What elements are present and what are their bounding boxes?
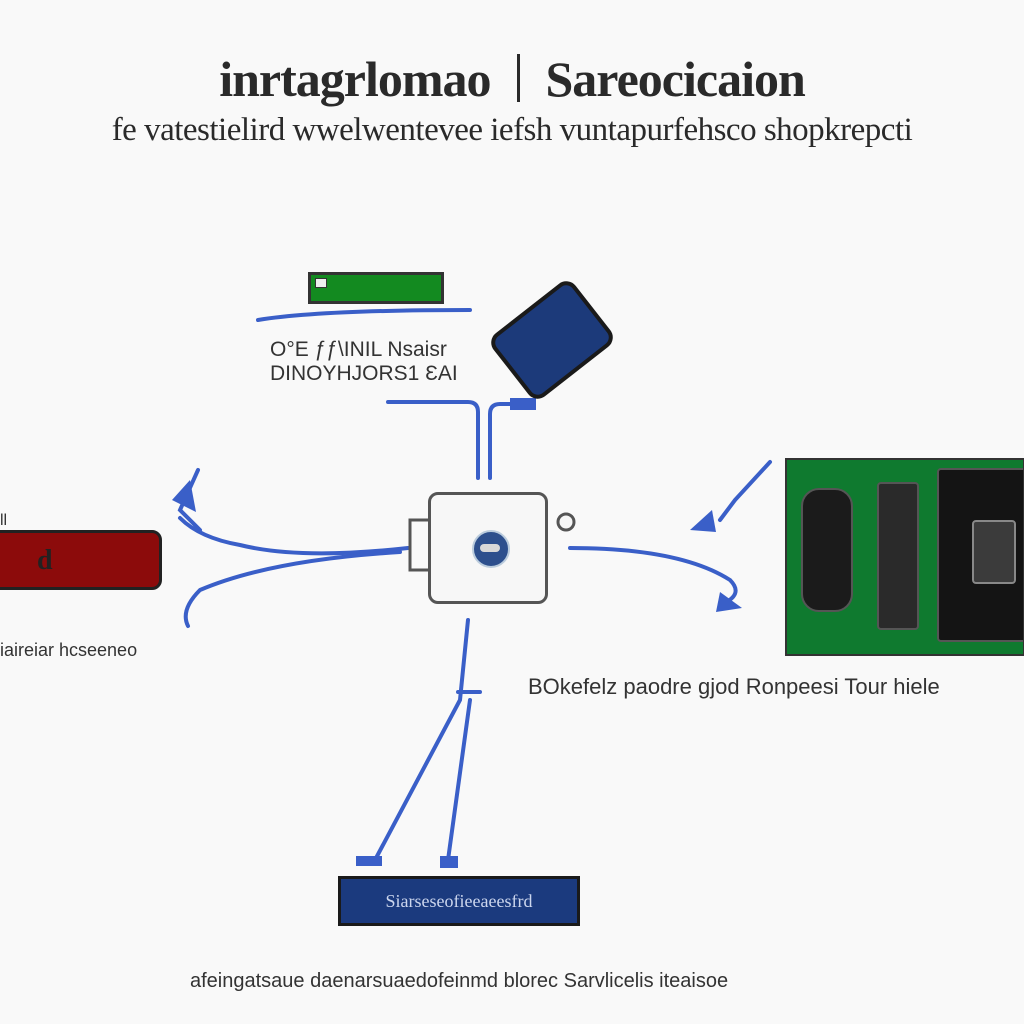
red-module-label: d: [37, 545, 53, 576]
wire-terminal-bottom-b: [440, 856, 458, 868]
pcb-connector-2: [877, 482, 919, 630]
label-top-line: O°E ƒƒ\INIL Nsaisr DINOYHJORS1 ƐAI: [270, 338, 458, 385]
hub-left-bracket: [408, 518, 428, 572]
label-left-module: iaireiar hcseeneo: [0, 640, 138, 660]
green-module: [308, 272, 444, 304]
wire-bottom-a: [373, 618, 470, 862]
hub-sensor-icon: [472, 530, 510, 568]
wire-left-c: [177, 468, 202, 532]
wire-terminal-top: [510, 398, 536, 410]
wire-terminal-bottom-a: [356, 856, 382, 866]
title-separator: [516, 54, 520, 102]
arrowhead-left: [172, 480, 196, 512]
hub-knob: [556, 512, 576, 532]
wire-top-a: [386, 400, 480, 480]
diagram-title: inrtagrlomao Sareocicaion: [0, 50, 1024, 108]
label-top-module: O°E ƒƒ\INIL Nsaisr DINOYHJORS1 ƐAI: [270, 338, 458, 386]
title-right: Sareocicaion: [545, 51, 806, 107]
wire-top-b: [488, 402, 532, 480]
arrowhead-right-b: [716, 592, 742, 612]
wire-left-a: [178, 516, 410, 556]
bottom-module-label: Siarseseofieeaeesfrd: [385, 891, 533, 911]
wire-left-b: [183, 550, 402, 628]
arrowhead-right: [690, 510, 716, 532]
diagram-subtitle: fe vatestielird wwelwentevee iefsh vunta…: [111, 112, 913, 148]
wire-bottom-b: [446, 698, 472, 862]
circuit-board: [785, 458, 1024, 656]
title-left: inrtagrlomao: [219, 51, 491, 107]
label-bottom-module: afeingatsaue daenarsuaedofeinmd blorec S…: [190, 970, 729, 992]
wire-right-b: [718, 460, 772, 522]
small-left-label: ll: [0, 512, 8, 529]
bottom-module: Siarseseofieeaeesfrd: [338, 876, 580, 926]
pcb-chip: [972, 520, 1016, 584]
red-module: d: [0, 530, 162, 590]
label-right-module: BOkefelz paodre gjod Ronpeesi Tour hiele: [528, 674, 940, 699]
wire-green-bar: [256, 308, 472, 322]
pcb-connector-1: [801, 488, 853, 612]
wire-right-a: [568, 546, 738, 607]
